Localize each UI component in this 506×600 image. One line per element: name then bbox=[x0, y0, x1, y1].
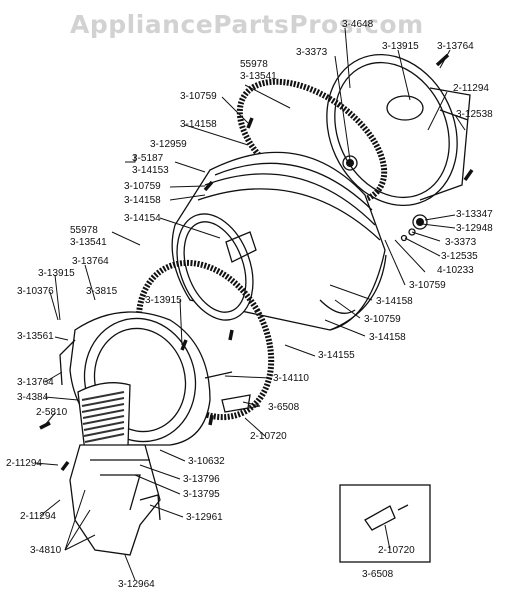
label-3-13915: 3-13915 bbox=[145, 295, 182, 306]
exhaust-duct bbox=[69, 444, 161, 556]
label-2-10720-inset: 2-10720 bbox=[378, 545, 415, 556]
watermark-text: AppliancePartsPros.com bbox=[70, 10, 424, 39]
label-3-12948: 3-12948 bbox=[456, 223, 493, 234]
part-labels: 3-4648 3-3373 3-13915 3-13764 55978 3-13… bbox=[6, 19, 493, 590]
label-3-13764: 3-13764 bbox=[72, 256, 109, 267]
label-3-12959: 3-12959 bbox=[150, 139, 187, 150]
drum-roller-top bbox=[342, 155, 358, 171]
label-2-10720: 2-10720 bbox=[250, 431, 287, 442]
label-3-14158: 3-14158 bbox=[180, 119, 217, 130]
label-2-11294: 2-11294 bbox=[6, 458, 42, 469]
label-3-14153: 3-14153 bbox=[132, 165, 169, 176]
label-55978: 55978 bbox=[240, 59, 268, 70]
label-3-10376: 3-10376 bbox=[17, 286, 54, 297]
lint-filter bbox=[77, 382, 131, 455]
drum-roller-top-hub bbox=[346, 159, 354, 167]
label-3-13561: 3-13561 bbox=[17, 331, 54, 342]
label-3-6508: 3-6508 bbox=[268, 402, 300, 413]
label-4-10233: 4-10233 bbox=[437, 265, 474, 276]
label-3-13764: 3-13764 bbox=[17, 377, 54, 388]
label-3-13541: 3-13541 bbox=[240, 71, 277, 82]
label-3-14155: 3-14155 bbox=[318, 350, 355, 361]
label-3-10759: 3-10759 bbox=[124, 181, 161, 192]
label-3-5187: 3-5187 bbox=[132, 153, 164, 164]
label-3-12964: 3-12964 bbox=[118, 579, 155, 590]
screws bbox=[39, 53, 474, 472]
rear-bulkhead bbox=[326, 53, 471, 207]
bulkhead-bracket bbox=[221, 394, 251, 413]
label-3-10632: 3-10632 bbox=[188, 456, 225, 467]
label-3-4384: 3-4384 bbox=[17, 392, 49, 403]
label-3-13764: 3-13764 bbox=[437, 41, 474, 52]
label-3-12538: 3-12538 bbox=[456, 109, 493, 120]
label-3-3373: 3-3373 bbox=[296, 47, 328, 58]
bracket-screw bbox=[204, 371, 233, 379]
label-3-12961: 3-12961 bbox=[186, 512, 223, 523]
roller-clip bbox=[400, 234, 408, 242]
leader-lines bbox=[34, 27, 466, 581]
label-2-5810: 2-5810 bbox=[36, 407, 68, 418]
drum-roller-right-hub bbox=[416, 218, 424, 226]
inset-detail-box bbox=[339, 484, 431, 563]
drum-roller-right bbox=[412, 214, 428, 230]
label-3-14154: 3-14154 bbox=[124, 213, 161, 224]
label-3-10759: 3-10759 bbox=[364, 314, 401, 325]
label-3-14158: 3-14158 bbox=[369, 332, 406, 343]
label-3-10759: 3-10759 bbox=[180, 91, 217, 102]
label-3-6508-inset: 3-6508 bbox=[362, 569, 394, 580]
label-3-4648: 3-4648 bbox=[342, 19, 374, 30]
label-3-4810: 3-4810 bbox=[30, 545, 62, 556]
label-3-3815: 3-3815 bbox=[86, 286, 118, 297]
label-3-13795: 3-13795 bbox=[183, 489, 220, 500]
label-3-13796: 3-13796 bbox=[183, 474, 220, 485]
label-3-13915: 3-13915 bbox=[382, 41, 419, 52]
label-3-12535: 3-12535 bbox=[441, 251, 478, 262]
label-3-13541: 3-13541 bbox=[70, 237, 107, 248]
label-2-11294: 2-11294 bbox=[453, 83, 489, 94]
label-3-14158: 3-14158 bbox=[124, 195, 161, 206]
roller-washer bbox=[408, 228, 416, 236]
label-3-14110: 3-14110 bbox=[273, 373, 309, 384]
label-2-11294: 2-11294 bbox=[20, 511, 56, 522]
label-55978: 55978 bbox=[70, 225, 98, 236]
label-3-3373: 3-3373 bbox=[445, 237, 477, 248]
label-3-13915: 3-13915 bbox=[38, 268, 75, 279]
label-3-13347: 3-13347 bbox=[456, 209, 493, 220]
label-3-14158: 3-14158 bbox=[376, 296, 413, 307]
label-3-10759: 3-10759 bbox=[409, 280, 446, 291]
